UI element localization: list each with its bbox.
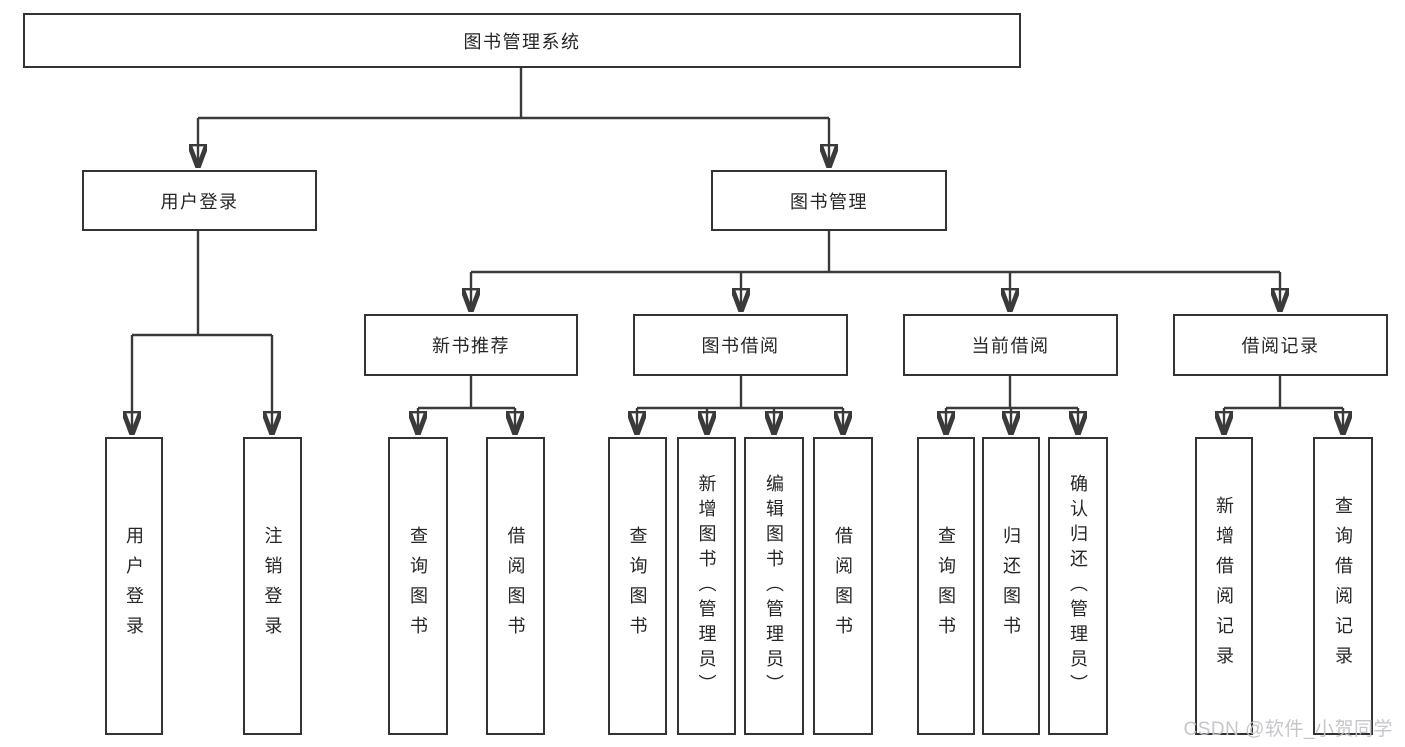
- node-new-book-recommend: 新书推荐: [364, 314, 578, 376]
- leaf-confirm-return-label: 确认归还（管理员）: [1068, 473, 1088, 699]
- leaf-borrow-book-borrowing: 借阅图书: [813, 437, 873, 735]
- node-user-login: 用户登录: [82, 170, 317, 231]
- leaf-query-book-current-label: 查询图书: [936, 526, 956, 646]
- node-root: 图书管理系统: [23, 13, 1021, 68]
- leaf-edit-book: 编辑图书（管理员）: [744, 437, 804, 735]
- leaf-borrow-book-borrowing-label: 借阅图书: [833, 526, 853, 646]
- leaf-query-book-recommend: 查询图书: [388, 437, 448, 735]
- node-current-borrowing: 当前借阅: [903, 314, 1118, 376]
- node-book-borrowing: 图书借阅: [633, 314, 848, 376]
- leaf-return-book: 归还图书: [982, 437, 1040, 735]
- leaf-edit-book-label: 编辑图书（管理员）: [764, 473, 784, 699]
- node-borrowing-records: 借阅记录: [1173, 314, 1388, 376]
- leaf-query-book-borrowing-label: 查询图书: [627, 526, 648, 646]
- leaf-add-borrow-record-label: 新增借阅记录: [1214, 496, 1234, 676]
- leaf-logout-label: 注销登录: [262, 526, 283, 646]
- leaf-query-book-current: 查询图书: [917, 437, 975, 735]
- leaf-borrow-book-recommend-label: 借阅图书: [505, 526, 526, 646]
- leaf-query-book-recommend-label: 查询图书: [408, 526, 428, 646]
- leaf-return-book-label: 归还图书: [1001, 526, 1021, 646]
- leaf-borrow-book-recommend: 借阅图书: [486, 437, 545, 735]
- leaf-logout: 注销登录: [243, 437, 302, 735]
- csdn-watermark: CSDN @软件_小贺同学: [1183, 719, 1393, 740]
- leaf-user-login: 用户登录: [105, 437, 163, 735]
- leaf-add-book-label: 新增图书（管理员）: [696, 473, 717, 699]
- leaf-confirm-return: 确认归还（管理员）: [1048, 437, 1108, 735]
- leaf-query-borrow-record: 查询借阅记录: [1313, 437, 1373, 735]
- node-book-management: 图书管理: [711, 170, 947, 231]
- leaf-user-login-label: 用户登录: [124, 526, 144, 646]
- leaf-add-book: 新增图书（管理员）: [677, 437, 736, 735]
- leaf-query-book-borrowing: 查询图书: [608, 437, 667, 735]
- leaf-query-borrow-record-label: 查询借阅记录: [1333, 496, 1353, 676]
- leaf-add-borrow-record: 新增借阅记录: [1195, 437, 1253, 735]
